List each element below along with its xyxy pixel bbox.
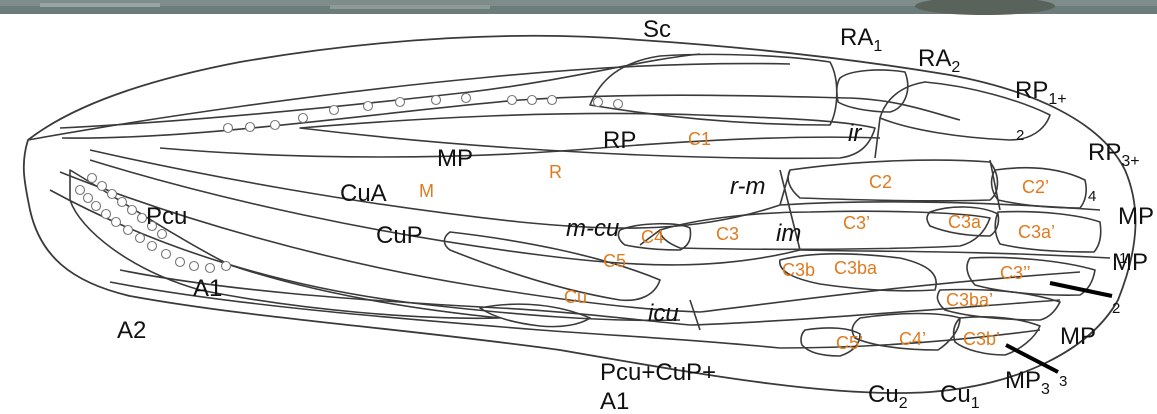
sensory-pore xyxy=(612,98,624,110)
label-rp3: RP3+ xyxy=(1088,139,1140,170)
cell-c3-double-prime: C3’’ xyxy=(1000,263,1031,283)
label-pcu-cup-a1-line1: Pcu+CuP+ xyxy=(600,359,716,386)
cell-c1: C1 xyxy=(688,129,711,149)
pointer-line-mp3 xyxy=(1005,343,1059,374)
closed-cells xyxy=(69,53,1102,357)
label-mp-right-1: MP xyxy=(1118,203,1154,230)
cell-c3a: C3a xyxy=(948,212,982,232)
label-im: im xyxy=(776,220,801,247)
cell-c3b-prime: C3b’ xyxy=(963,329,1000,349)
cell-r: R xyxy=(549,162,562,182)
label-rp: RP xyxy=(603,127,636,154)
sensory-pore xyxy=(82,192,94,204)
cell-cu: Cu xyxy=(564,287,587,307)
sensory-pore xyxy=(204,262,216,274)
cell-c5-prime: C5’ xyxy=(836,333,863,353)
cell-c5: C5 xyxy=(603,251,626,271)
sensory-pore xyxy=(146,220,158,232)
numeral-4: 4 xyxy=(1088,188,1096,205)
label-mp-right-3: MP xyxy=(1060,323,1096,350)
sensory-pore xyxy=(160,248,172,260)
sensory-pore xyxy=(134,232,146,244)
sensory-pore xyxy=(96,180,108,192)
sensory-pores xyxy=(74,92,624,274)
sensory-pore xyxy=(136,212,148,224)
sensory-pore xyxy=(174,256,186,268)
longitudinal-veins xyxy=(27,53,1111,349)
cell-c3-prime: C3’ xyxy=(843,213,870,233)
label-pcu: Pcu xyxy=(146,203,187,230)
cell-c3a-prime: C3a’ xyxy=(1018,222,1055,242)
sensory-pore xyxy=(430,94,442,106)
label-mp3: MP3 xyxy=(1005,367,1050,398)
label-cup: CuP xyxy=(376,222,423,249)
sensory-pore xyxy=(156,228,168,240)
label-pcu-cup-a1-line2: A1 xyxy=(600,388,629,414)
sensory-pore xyxy=(100,208,112,220)
label-rp1: RP1+ xyxy=(1015,77,1067,108)
cell-c3b: C3b xyxy=(782,260,815,280)
sensory-pore xyxy=(362,100,374,112)
label-icu: icu xyxy=(648,300,679,327)
label-a2: A2 xyxy=(117,317,146,344)
cell-c2: C2 xyxy=(869,172,892,192)
label-cua: CuA xyxy=(340,180,387,207)
numeral-2-lower: 2 xyxy=(1112,300,1120,317)
sensory-pore xyxy=(460,92,472,104)
sensory-pore xyxy=(297,112,309,124)
cell-c3ba-prime: C3ba’ xyxy=(946,290,993,310)
sensory-pore xyxy=(526,94,538,106)
cell-labels: C1 R M C2 C2’ C3’ C3a C3a’ C4 C3 C3b C3b… xyxy=(419,129,1055,353)
numeral-1: 1 xyxy=(1119,250,1127,267)
sensory-pore xyxy=(394,96,406,108)
sensory-pore xyxy=(546,94,558,106)
sensory-pore xyxy=(220,260,232,272)
cell-c3: C3 xyxy=(716,224,739,244)
numeral-2-upper: 2 xyxy=(1016,127,1024,144)
sensory-pore xyxy=(222,122,234,134)
cell-m: M xyxy=(419,181,434,201)
sensory-pore xyxy=(116,196,128,208)
cell-c2-prime: C2’ xyxy=(1022,177,1049,197)
cell-c3ba: C3ba xyxy=(834,258,878,278)
label-m-cu: m-cu xyxy=(566,215,619,242)
sensory-pore xyxy=(188,260,200,272)
cell-c4-prime: C4’ xyxy=(899,329,926,349)
sensory-pore xyxy=(146,240,158,252)
label-r-m: r-m xyxy=(730,173,766,200)
photo-strip xyxy=(0,0,1157,15)
sensory-pore xyxy=(244,121,256,133)
numerals: 2 4 1 2 3 xyxy=(1016,127,1127,390)
sensory-pore xyxy=(90,200,102,212)
sensory-pore xyxy=(110,216,122,228)
label-ra2: RA2 xyxy=(918,45,960,76)
sensory-pore xyxy=(328,104,340,116)
crossvein-labels: ir r-m m-cu im icu xyxy=(566,120,862,327)
sensory-pore xyxy=(592,96,604,108)
sensory-pore xyxy=(86,172,98,184)
label-sc: Sc xyxy=(643,16,671,43)
pointer-line-mp2 xyxy=(1049,281,1113,298)
sensory-pore xyxy=(106,188,118,200)
sensory-pore xyxy=(122,224,134,236)
cell-c4: C4 xyxy=(641,227,664,247)
sensory-pore xyxy=(269,119,281,131)
crossveins xyxy=(639,117,1113,374)
vein-labels: Sc RA1 RA2 RP1+ RP3+ RP MP CuA CuP Pcu A… xyxy=(117,16,1154,414)
label-mp-main: MP xyxy=(437,145,473,172)
label-cu1: Cu1 xyxy=(940,381,980,412)
sensory-pore xyxy=(126,204,138,216)
numeral-3: 3 xyxy=(1059,373,1067,390)
label-a1: A1 xyxy=(193,275,222,302)
label-cu2: Cu2 xyxy=(868,381,908,412)
label-mp-right-2: MP xyxy=(1112,249,1148,276)
label-ra1: RA1 xyxy=(840,24,882,55)
sensory-pore xyxy=(506,94,518,106)
label-ir: ir xyxy=(848,120,862,147)
sensory-pore xyxy=(74,184,86,196)
